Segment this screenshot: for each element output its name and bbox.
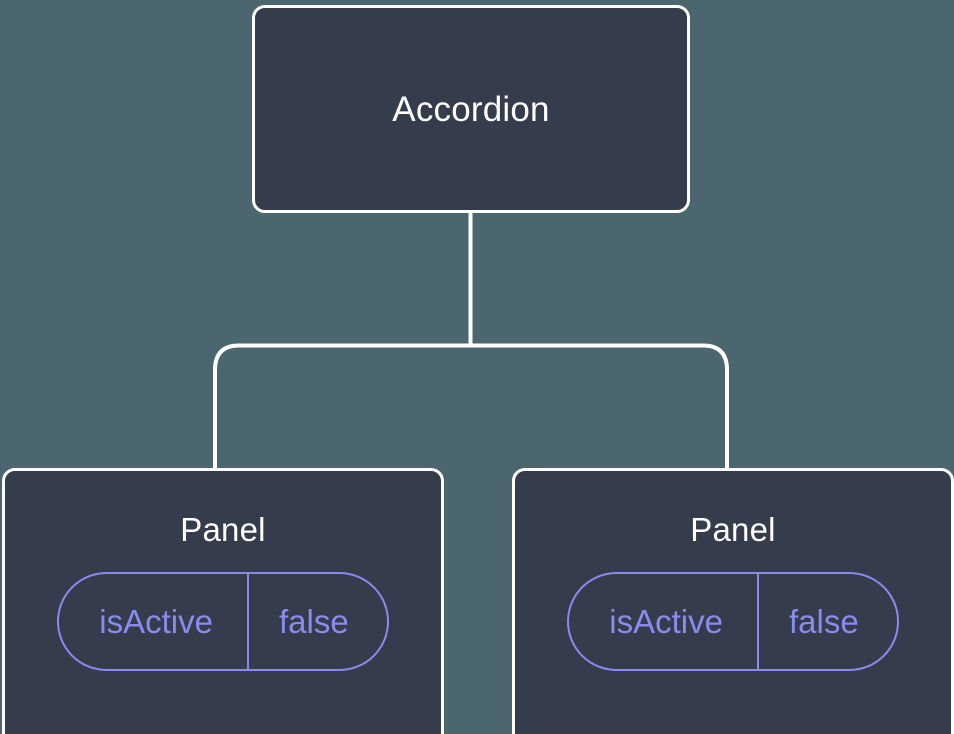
prop-badge-isactive-2[interactable]: isActive false [567,572,899,671]
prop-value-isactive-2: false [756,574,897,669]
node-panel-2[interactable]: Panel isActive false [512,468,954,734]
prop-value-isactive-1: false [246,574,387,669]
prop-key-isactive-1: isActive [99,603,213,640]
prop-key-isactive-2: isActive [609,603,723,640]
node-accordion[interactable]: Accordion [252,5,690,213]
node-panel-2-label: Panel [690,511,776,548]
node-accordion-label: Accordion [392,89,550,129]
node-panel-1[interactable]: Panel isActive false [2,468,444,734]
edge-bracket-to-children [213,343,729,470]
node-panel-1-label: Panel [180,511,266,548]
prop-badge-isactive-1[interactable]: isActive false [57,572,389,671]
